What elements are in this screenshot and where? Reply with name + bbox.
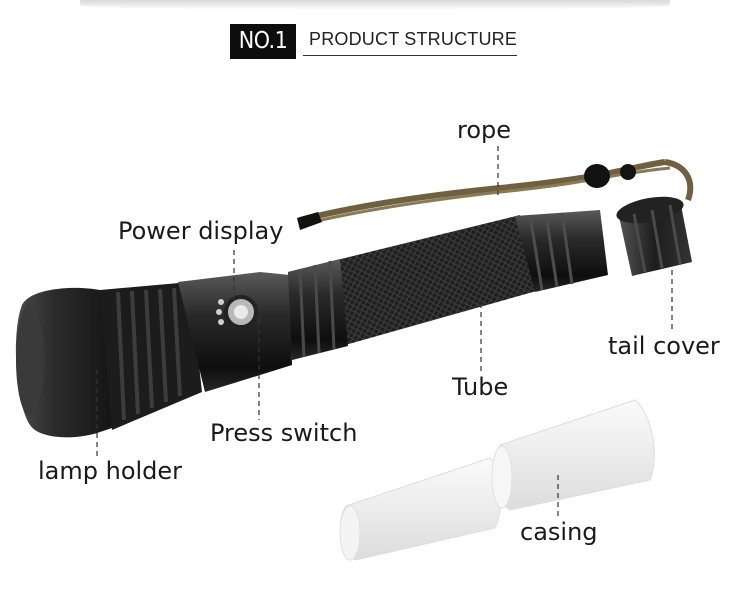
switch-section	[178, 272, 292, 392]
label-power-display: Power display	[118, 217, 284, 245]
label-tail-cover: tail cover	[608, 332, 720, 360]
title-underline	[303, 55, 517, 56]
casing-sleeves	[339, 399, 655, 561]
label-lamp-holder: lamp holder	[38, 457, 183, 485]
label-casing: casing	[520, 518, 598, 546]
label-rope: rope	[457, 116, 512, 144]
section-badge: NO.1	[230, 24, 296, 59]
leader-lines	[96, 146, 673, 516]
lamp-head	[15, 282, 202, 438]
label-tube: Tube	[452, 373, 509, 401]
top-shadow	[80, 0, 670, 10]
tube-body	[288, 210, 608, 360]
section-title: PRODUCT STRUCTURE	[309, 29, 518, 49]
rope-lanyard	[297, 159, 694, 230]
tail-cover-part	[616, 196, 692, 276]
label-press-switch: Press switch	[210, 419, 358, 447]
